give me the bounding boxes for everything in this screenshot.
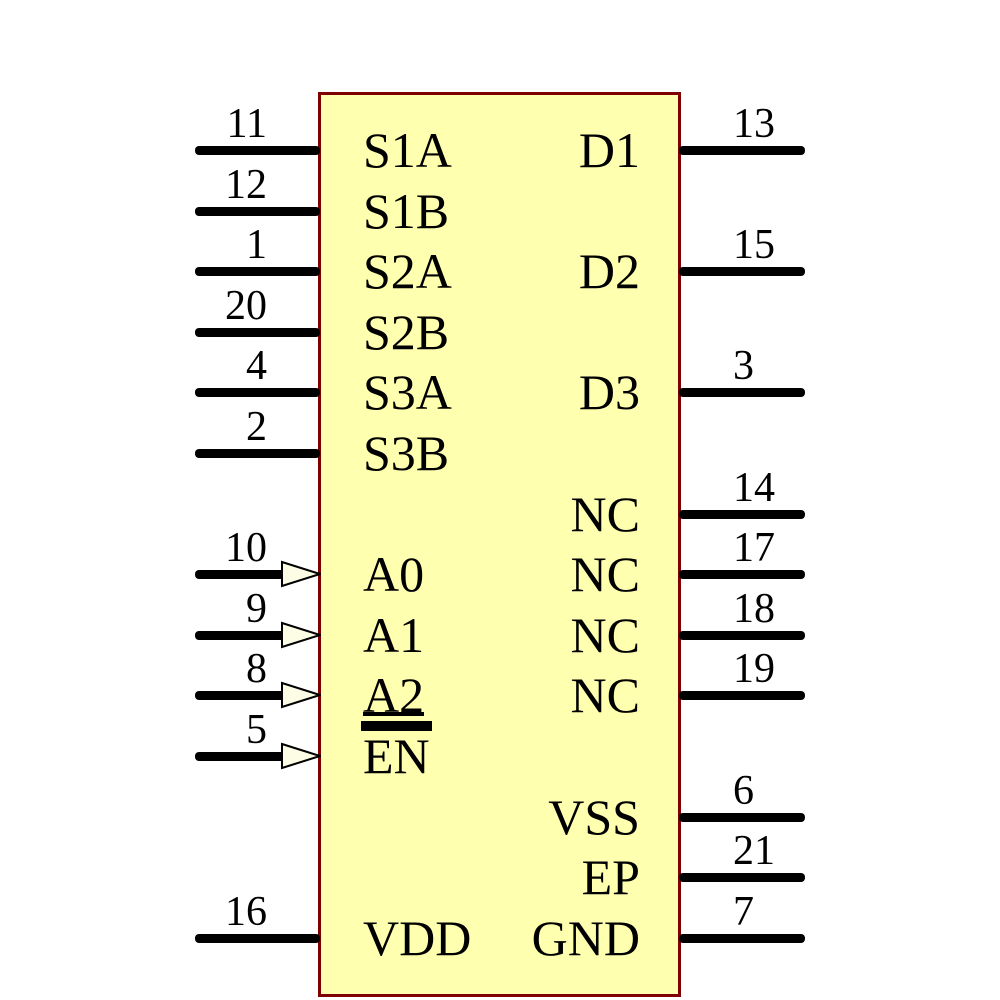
pin-number: 6 (733, 768, 754, 814)
pin-line (679, 873, 805, 882)
pin-line (195, 388, 320, 397)
pin-line (679, 631, 805, 640)
pin-name: D3 (578, 364, 640, 420)
pin-name: VDD (363, 910, 472, 966)
input-arrow-icon (281, 560, 321, 588)
pin-name: D2 (578, 243, 640, 299)
pin-number: 11 (226, 101, 267, 147)
pin-line (679, 267, 805, 276)
pin-line (679, 146, 805, 155)
pin-number: 9 (246, 586, 267, 632)
pin-number: 15 (733, 222, 775, 268)
pin-name: NC (570, 546, 640, 602)
pin-name: NC (570, 667, 640, 723)
pin-number: 12 (225, 162, 267, 208)
pin-line (195, 267, 320, 276)
pin-number: 16 (225, 889, 267, 935)
pin-line (195, 328, 320, 337)
pin-line (679, 570, 805, 579)
input-arrow-icon (281, 742, 321, 770)
pin-line (195, 934, 320, 943)
pin-number: 5 (246, 707, 267, 753)
pin-line (679, 510, 805, 519)
input-arrow-icon (281, 681, 321, 709)
pin-name: VSS (548, 789, 640, 845)
pin-line (195, 570, 285, 579)
pin-number: 17 (733, 525, 775, 571)
pin-name: A1 (363, 607, 425, 663)
ic-body (318, 92, 681, 997)
pin-line (195, 631, 285, 640)
pin-number: 1 (246, 222, 267, 268)
pin-number: 20 (225, 283, 267, 329)
pin-name: GND (531, 910, 640, 966)
pin-name: EN (361, 721, 432, 784)
pin-line (195, 207, 320, 216)
pin-line (679, 691, 805, 700)
pin-name: S3B (363, 425, 450, 481)
pin-number: 21 (733, 828, 775, 874)
pin-name: EP (581, 849, 640, 905)
input-arrow-icon (281, 621, 321, 649)
pin-name: S2B (363, 304, 450, 360)
pin-name: A0 (363, 546, 425, 602)
pin-line (679, 813, 805, 822)
pin-number: 3 (733, 343, 754, 389)
pin-line (679, 934, 805, 943)
pin-line (195, 449, 320, 458)
pin-name: S2A (363, 243, 452, 299)
pin-name: NC (570, 486, 640, 542)
pin-name: S1B (363, 183, 450, 239)
pin-name: NC (570, 607, 640, 663)
pin-number: 19 (733, 646, 775, 692)
pin-line (195, 146, 320, 155)
pin-number: 10 (225, 525, 267, 571)
pin-number: 14 (733, 465, 775, 511)
pin-number: 2 (246, 404, 267, 450)
pin-name: S3A (363, 364, 452, 420)
pin-name: D1 (578, 122, 640, 178)
pin-line (679, 388, 805, 397)
pin-name: A2 (363, 667, 425, 723)
pin-number: 4 (246, 343, 267, 389)
pin-number: 7 (733, 889, 754, 935)
pin-line (195, 691, 285, 700)
pin-line (195, 752, 285, 761)
pin-number: 18 (733, 586, 775, 632)
pin-number: 8 (246, 646, 267, 692)
pin-number: 13 (733, 101, 775, 147)
pin-name: S1A (363, 122, 452, 178)
